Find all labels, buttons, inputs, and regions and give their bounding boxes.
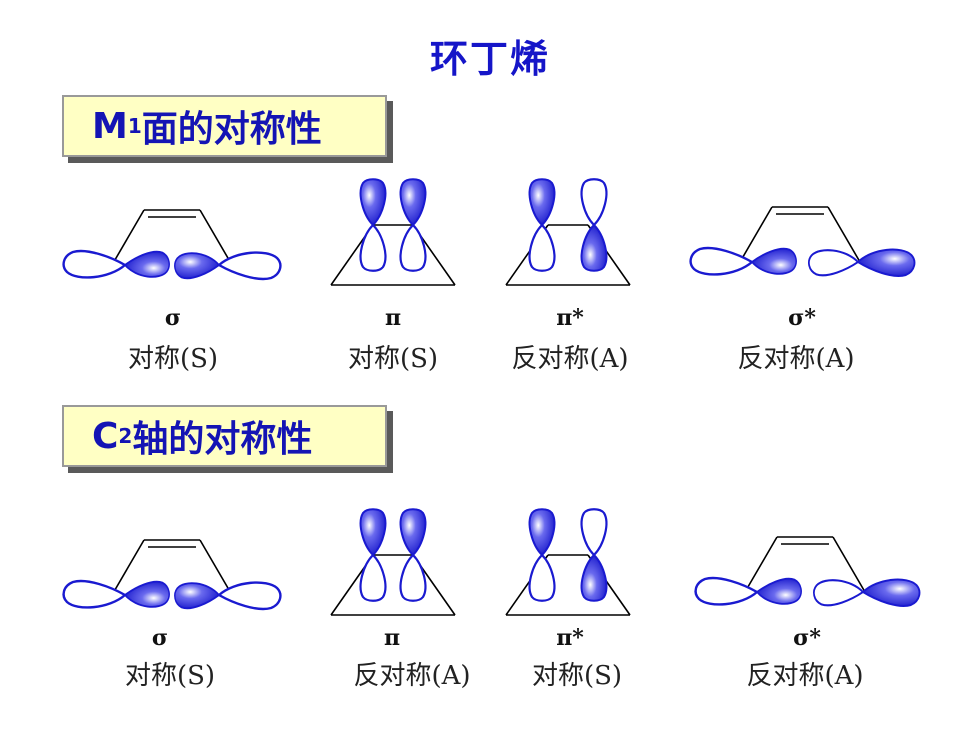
pi-star-orbital-1 [505, 178, 631, 286]
pi-orbital-1 [330, 178, 456, 286]
heading-subscript: 1 [127, 114, 142, 138]
pi-orbital-2 [330, 508, 456, 616]
symbol-sigma: σ [151, 625, 169, 651]
symbol-sigma: σ [164, 305, 182, 331]
symmetry-label: 对称(S) [347, 344, 439, 374]
sigma-orbital-2 [62, 539, 282, 611]
symbol-pi-star: π* [556, 625, 584, 651]
pi-star-orbital-2 [505, 508, 631, 616]
symbol-sigma-star: σ* [793, 625, 821, 651]
symmetry-label: 对称(S) [531, 661, 623, 691]
symmetry-label: 对称(S) [127, 344, 219, 374]
symmetry-label: 反对称(A) [737, 344, 855, 374]
symbol-pi-star: π* [556, 305, 584, 331]
heading-letter: C [92, 415, 119, 457]
symbol-pi: π [383, 625, 401, 651]
symmetry-label: 对称(S) [124, 661, 216, 691]
sigma-star-orbital-2 [694, 536, 921, 607]
slide-title: 环丁烯 [429, 36, 550, 81]
symmetry-label: 反对称(A) [511, 344, 629, 374]
heading-letter: M [92, 105, 128, 147]
heading-subscript: 2 [118, 424, 133, 448]
heading-text: 面的对称性 [141, 109, 322, 150]
symbol-pi: π [384, 305, 402, 331]
sigma-star-orbital-1 [689, 206, 916, 277]
symmetry-label: 反对称(A) [353, 661, 471, 691]
symbol-sigma-star: σ* [788, 305, 816, 331]
symmetry-label: 反对称(A) [746, 661, 864, 691]
sigma-orbital-1 [62, 209, 282, 281]
heading-text: 轴的对称性 [132, 419, 313, 460]
